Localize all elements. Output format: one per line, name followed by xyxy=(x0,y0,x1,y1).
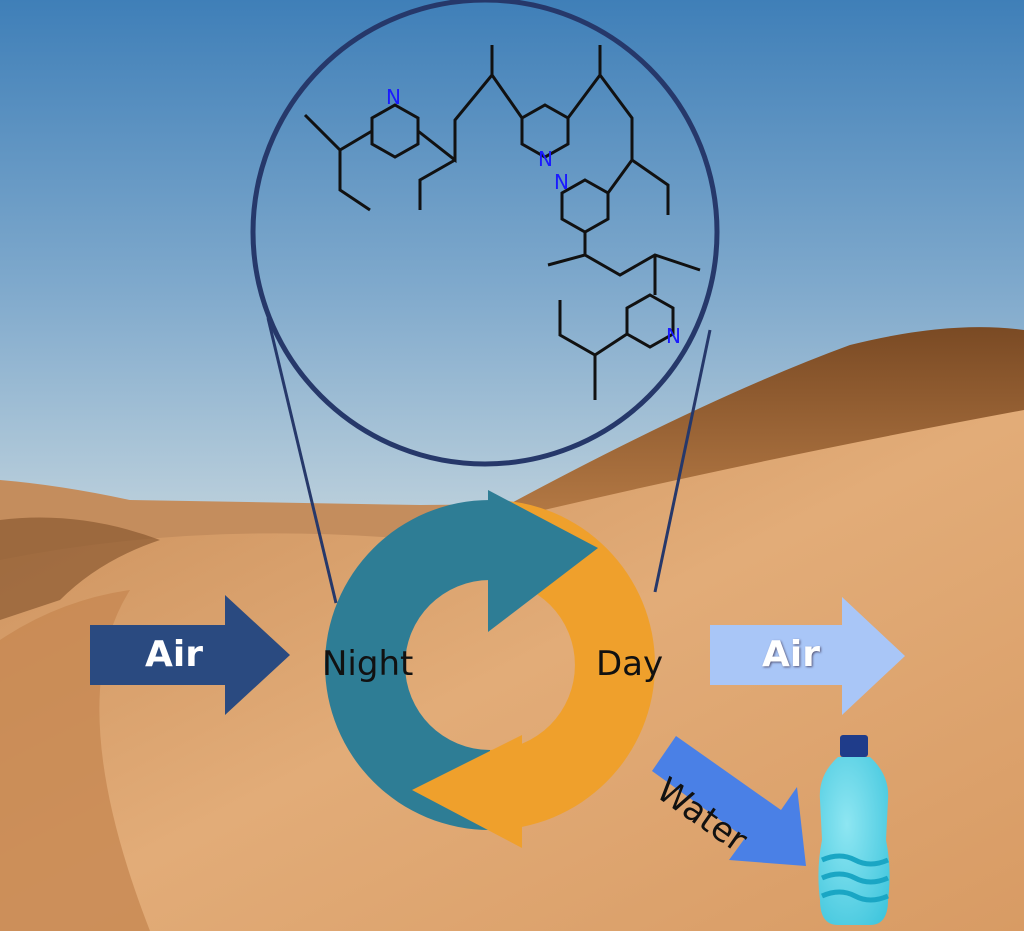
nitrogen-labels: N N N N xyxy=(386,85,681,348)
dune-ripples xyxy=(0,590,150,931)
nitrogen-label: N xyxy=(666,324,681,348)
air-out-label: Air xyxy=(762,634,820,675)
air-in-arrow xyxy=(90,595,290,715)
magnifier-line-left xyxy=(266,317,338,604)
right-dune-shadow xyxy=(480,327,1024,520)
polymer-structure xyxy=(303,45,701,400)
water-bottle-icon xyxy=(818,735,890,925)
night-arrowhead xyxy=(488,490,598,632)
magnifier-circle xyxy=(250,0,720,467)
night-label: Night xyxy=(322,644,414,684)
day-arrowhead xyxy=(412,735,522,848)
air-out-arrow xyxy=(710,597,905,715)
nitrogen-label: N xyxy=(386,85,401,109)
water-arrow xyxy=(652,736,806,866)
nitrogen-label: N xyxy=(554,170,569,194)
day-label: Day xyxy=(596,644,664,684)
air-in-label: Air xyxy=(145,634,203,675)
left-dune-shadow xyxy=(0,517,160,620)
night-segment xyxy=(325,500,490,830)
main-dune xyxy=(0,410,1024,931)
magnifier-line-right xyxy=(653,329,712,593)
nitrogen-label: N xyxy=(538,147,553,171)
